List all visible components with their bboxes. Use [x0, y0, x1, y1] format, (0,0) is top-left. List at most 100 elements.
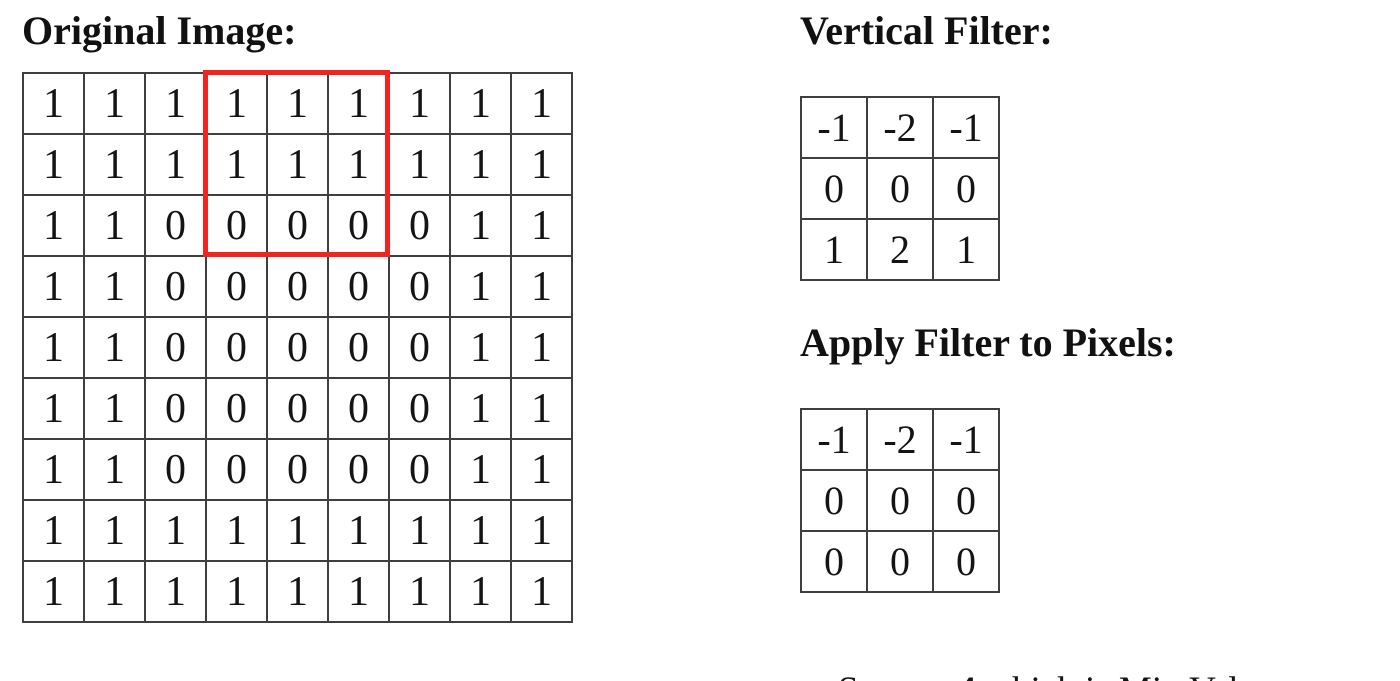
grid-cell: 1 — [388, 560, 451, 623]
grid-cell: 1 — [22, 560, 85, 623]
grid-cell: 1 — [449, 194, 512, 257]
grid-cell: 1 — [22, 438, 85, 501]
grid-cell: 1 — [144, 133, 207, 196]
grid-cell: 1 — [388, 133, 451, 196]
grid-cell: 0 — [932, 530, 1000, 593]
grid-cell: 1 — [22, 499, 85, 562]
grid-cell: 0 — [205, 316, 268, 379]
grid-cell: 0 — [205, 438, 268, 501]
grid-cell: -1 — [800, 96, 868, 159]
grid-cell: 0 — [144, 377, 207, 440]
apply-filter-title: Apply Filter to Pixels: — [800, 320, 1176, 365]
grid-cell: 1 — [449, 377, 512, 440]
grid-cell: 1 — [266, 560, 329, 623]
grid-cell: 1 — [83, 133, 146, 196]
grid-cell: 1 — [22, 133, 85, 196]
grid-cell: 0 — [388, 316, 451, 379]
grid-cell: 1 — [510, 560, 573, 623]
grid-cell: 0 — [800, 530, 868, 593]
grid-cell: -1 — [800, 408, 868, 471]
grid-cell: 1 — [800, 218, 868, 281]
grid-cell: -2 — [866, 408, 934, 471]
grid-cell: 0 — [388, 377, 451, 440]
grid-cell: 1 — [83, 499, 146, 562]
grid-cell: 1 — [449, 316, 512, 379]
grid-cell: 1 — [83, 316, 146, 379]
grid-cell: 1 — [83, 377, 146, 440]
grid-cell: 1 — [83, 438, 146, 501]
grid-cell: 1 — [205, 72, 268, 135]
original-image-title: Original Image: — [22, 8, 297, 53]
grid-cell: 1 — [388, 499, 451, 562]
grid-cell: 0 — [144, 255, 207, 318]
grid-cell: 0 — [327, 194, 390, 257]
grid-cell: 0 — [266, 377, 329, 440]
grid-cell: 1 — [266, 499, 329, 562]
grid-cell: 1 — [510, 72, 573, 135]
grid-cell: 1 — [144, 72, 207, 135]
grid-cell: 0 — [144, 194, 207, 257]
grid-row: -1-2-1 — [800, 408, 1000, 471]
grid-cell: 1 — [83, 72, 146, 135]
grid-row: -1-2-1 — [800, 96, 1000, 159]
grid-cell: 1 — [83, 194, 146, 257]
grid-cell: 0 — [388, 255, 451, 318]
grid-cell: 1 — [388, 72, 451, 135]
grid-cell: 0 — [932, 157, 1000, 220]
grid-cell: 1 — [510, 377, 573, 440]
grid-cell: 0 — [205, 377, 268, 440]
grid-cell: 1 — [83, 560, 146, 623]
grid-cell: 1 — [83, 255, 146, 318]
grid-cell: 1 — [510, 316, 573, 379]
grid-cell: 1 — [449, 560, 512, 623]
grid-cell: 0 — [327, 255, 390, 318]
grid-cell: 1 — [327, 499, 390, 562]
grid-cell: 0 — [205, 255, 268, 318]
grid-cell: 1 — [510, 255, 573, 318]
grid-cell: 0 — [266, 316, 329, 379]
grid-cell: 1 — [449, 438, 512, 501]
grid-cell: -1 — [932, 408, 1000, 471]
grid-cell: 1 — [449, 255, 512, 318]
grid-cell: 1 — [22, 72, 85, 135]
grid-cell: 1 — [205, 560, 268, 623]
grid-cell: 1 — [144, 499, 207, 562]
grid-cell: 1 — [22, 194, 85, 257]
grid-cell: 1 — [449, 133, 512, 196]
grid-cell: 1 — [22, 316, 85, 379]
grid-cell: 0 — [266, 438, 329, 501]
grid-cell: -2 — [866, 96, 934, 159]
grid-cell: 0 — [800, 469, 868, 532]
grid-cell: 0 — [327, 316, 390, 379]
grid-cell: 2 — [866, 218, 934, 281]
grid-cell: 0 — [866, 157, 934, 220]
grid-cell: 0 — [800, 157, 868, 220]
grid-cell: 1 — [510, 438, 573, 501]
grid-cell: 1 — [327, 72, 390, 135]
vertical-filter-title: Vertical Filter: — [800, 8, 1053, 53]
grid-cell: 1 — [327, 560, 390, 623]
grid-cell: 0 — [327, 438, 390, 501]
grid-cell: 0 — [266, 194, 329, 257]
grid-cell: 1 — [144, 560, 207, 623]
grid-cell: 1 — [510, 133, 573, 196]
grid-cell: 1 — [22, 255, 85, 318]
grid-cell: 0 — [327, 377, 390, 440]
sum-label: Sum = — [838, 670, 945, 681]
grid-cell: -1 — [932, 96, 1000, 159]
grid-cell: 0 — [144, 316, 207, 379]
